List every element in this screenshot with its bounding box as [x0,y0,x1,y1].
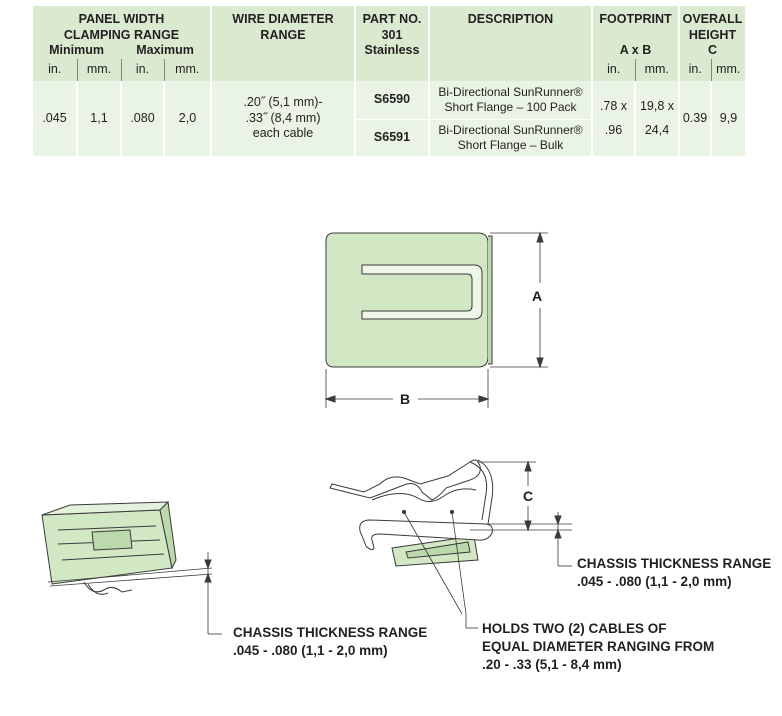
dimension-b-label: B [400,391,410,407]
panel-width-header: PANEL WIDTH CLAMPING RANGE Minimum Maxim… [33,6,211,59]
cell-description: Bi-Directional SunRunner® Short Flange –… [428,118,592,156]
holds-callout-line-1: HOLDS TWO (2) CABLES OF [482,621,667,636]
chassis-callout-right-line-1: CHASSIS THICKNESS RANGE [577,556,772,571]
cell-max-mm: 2,0 [163,81,211,156]
cell-wire-range: .20˝ (5,1 mm)- .33˝ (8,4 mm) each cable [210,81,355,156]
description-line-1: Bi-Directional SunRunner® [438,122,583,137]
minimum-label: Minimum [49,43,104,58]
overall-height-header: OVERALL HEIGHT C [678,6,745,59]
unit-max-in: in. [120,59,164,81]
wire-range-line-1: .20˝ (5,1 mm)- [243,95,323,110]
cell-part-no: S6590 [354,81,429,119]
overall-label: OVERALL [682,12,743,26]
cell-max-in: .080 [120,81,164,156]
holds-callout-line-3: .20 - .33 (5,1 - 8,4 mm) [482,657,622,672]
footprint-axb-label: A x B [619,42,652,57]
description-header: DESCRIPTION [428,6,592,59]
u-slot [361,264,483,320]
top-view [324,231,548,408]
footprint-label: FOOTPRINT [599,12,672,26]
description-line-2: Short Flange – Bulk [457,137,564,152]
cell-part-no: S6591 [354,118,429,156]
chassis-callout-left-line-1: CHASSIS THICKNESS RANGE [233,625,428,640]
table-header-row: PANEL WIDTH CLAMPING RANGE Minimum Maxim… [33,6,745,59]
top-view-edge [488,235,493,365]
clamping-range-label: CLAMPING RANGE [63,27,180,42]
isometric-view [41,500,222,635]
top-view-body [325,232,489,368]
cell-min-in: .045 [42,110,67,125]
height-c-label: C [707,43,718,58]
cell-footprint-in: .78 x .96 [591,81,635,156]
unit-fp-in: in. [591,59,635,81]
dimension-a-label: A [532,288,542,304]
unit-min-mm: mm. [76,59,121,81]
wire-diameter-header: WIRE DIAMETER RANGE [210,6,355,59]
units-row: in. mm. in. mm. in. mm. in. mm. [33,59,745,81]
part-no-301-label: 301 [381,27,403,42]
spec-table: PANEL WIDTH CLAMPING RANGE Minimum Maxim… [33,6,745,156]
chassis-callout-right-line-2: .045 - .080 (1,1 - 2,0 mm) [577,574,732,589]
unit-h-in: in. [678,59,711,81]
description-line-2: Short Flange – 100 Pack [444,99,577,114]
height-label: HEIGHT [688,27,737,42]
part-no-stainless-label: Stainless [364,43,420,58]
holds-cables-callout: HOLDS TWO (2) CABLES OF EQUAL DIAMETER R… [482,620,714,674]
chassis-thickness-callout-left: CHASSIS THICKNESS RANGE .045 - .080 (1,1… [233,624,427,660]
maximum-label: Maximum [136,43,194,58]
footprint-header: FOOTPRINT A x B [591,6,679,59]
cell-min-mm: 1,1 [76,81,121,156]
footprint-mm-line-1: 19,8 x [639,98,675,113]
cell-footprint-mm: 19,8 x 24,4 [634,81,679,156]
cable-leader-1 [403,511,463,615]
chassis-callout-left-line-2: .045 - .080 (1,1 - 2,0 mm) [233,643,388,658]
cell-height-in: 0.39 [678,81,711,156]
cell-description: Bi-Directional SunRunner® Short Flange –… [428,81,592,119]
cable-leader-2 [451,511,467,615]
dimension-c-label: C [523,488,533,504]
wire-range-line-3: each cable [252,126,314,141]
panel-width-label: PANEL WIDTH [78,12,165,26]
side-view-clip [329,459,572,629]
unit-h-mm: mm. [710,59,745,81]
part-no-label: PART NO. [362,12,422,26]
footprint-mm-line-2: 24,4 [644,122,670,137]
footprint-in-line-1: .78 x [599,98,628,113]
min-max-labels: Minimum Maximum [33,43,210,59]
unit-min-in: in. [48,62,62,77]
footprint-in-line-2: .96 [604,122,623,137]
table-row: .045 1,1 .080 2,0 .20˝ (5,1 mm)- .33˝ (8… [33,81,745,156]
cell-height-mm: 9,9 [710,81,745,156]
part-no-header: PART NO. 301 Stainless [354,6,429,59]
wire-range-line-2: .33˝ (8,4 mm) [245,110,321,125]
description-line-1: Bi-Directional SunRunner® [438,84,583,99]
holds-callout-line-2: EQUAL DIAMETER RANGING FROM [482,639,715,654]
chassis-thickness-callout-right: CHASSIS THICKNESS RANGE .045 - .080 (1,1… [577,555,771,591]
unit-max-mm: mm. [163,59,211,81]
wire-range-label: RANGE [260,27,306,42]
unit-fp-mm: mm. [634,59,679,81]
wire-diameter-label: WIRE DIAMETER [232,12,334,26]
